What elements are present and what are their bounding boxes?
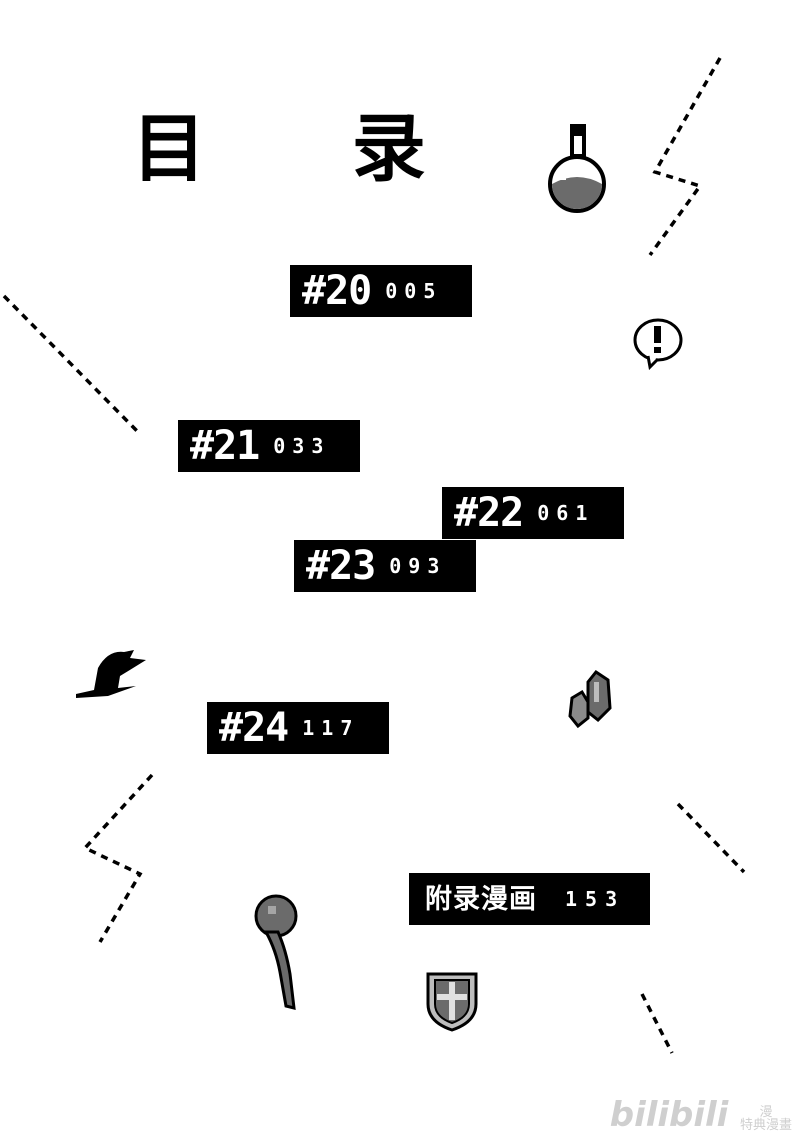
chapter-number: #23 <box>306 543 376 589</box>
watermark-side-bottom: 特典漫畫 <box>739 1118 792 1133</box>
page-number: 093 <box>389 554 447 578</box>
page-number: 005 <box>385 279 443 303</box>
witch-hat-icon <box>76 650 146 698</box>
watermark-side-top: 漫 <box>759 1105 773 1120</box>
exclamation-bubble-icon <box>633 318 683 370</box>
toc-entry-24[interactable]: #24 117 <box>207 702 389 754</box>
page-title: 目 录 <box>132 106 486 192</box>
watermark-logo: bilibili <box>609 1095 729 1135</box>
crystal-icon <box>568 669 612 729</box>
toc-entry-23[interactable]: #23 093 <box>294 540 476 592</box>
chapter-number: #24 <box>219 705 289 751</box>
appendix-label: 附录漫画 <box>425 883 537 915</box>
page-number: 117 <box>302 716 360 740</box>
chapter-number: #20 <box>302 268 372 314</box>
chapter-number: #21 <box>190 423 260 469</box>
toc-entry-22[interactable]: #22 061 <box>442 487 624 539</box>
toc-entry-appendix[interactable]: 附录漫画 153 <box>409 873 650 925</box>
page-number: 061 <box>537 501 595 525</box>
chapter-number: #22 <box>454 490 524 536</box>
watermark: bilibili 漫 特典漫畫 <box>610 1098 792 1132</box>
potion-icon <box>548 124 606 213</box>
toc-entry-20[interactable]: #20 005 <box>290 265 472 317</box>
wand-icon <box>254 894 298 1010</box>
page-number: 033 <box>273 434 331 458</box>
toc-entry-21[interactable]: #21 033 <box>178 420 360 472</box>
shield-icon <box>426 972 478 1032</box>
watermark-side: 漫 特典漫畫 <box>740 1106 792 1132</box>
page-number: 153 <box>565 887 626 911</box>
